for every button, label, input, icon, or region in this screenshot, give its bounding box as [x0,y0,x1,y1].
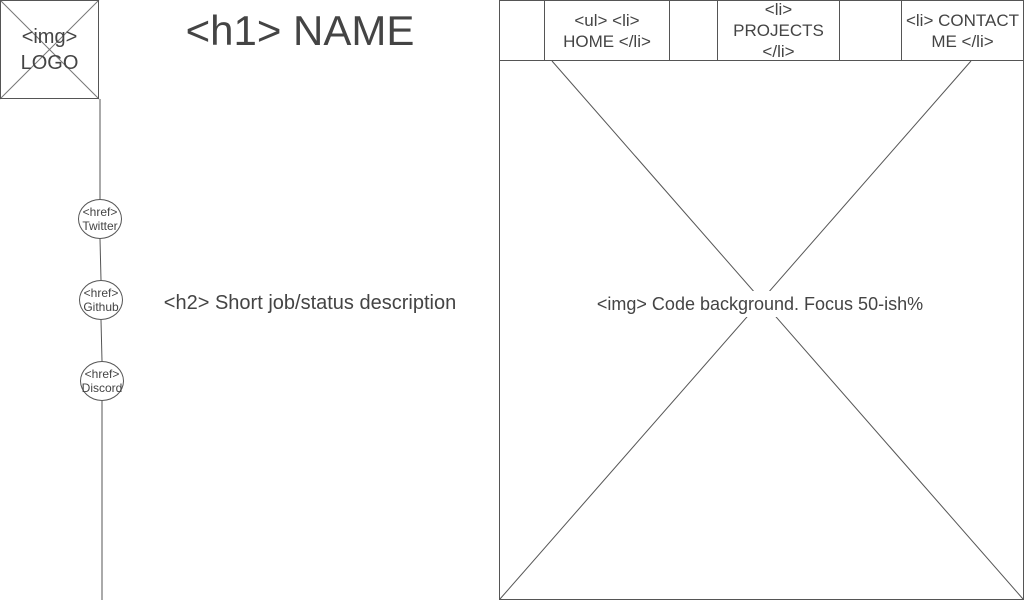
discord-link-tag: <href> [84,367,120,381]
nav-contact-line: ME </li> [931,31,994,51]
twitter-link-label: Twitter [82,219,118,233]
nav-item-contact[interactable]: <li> CONTACT ME </li> [901,0,1024,61]
logo-tag-text: <img> [21,25,78,48]
nav-projects-line: <li> [764,0,793,19]
hero-cross-line [499,60,972,600]
vertical-connector-line [100,319,103,362]
nav-spacer [669,0,718,61]
nav-spacer [499,0,545,61]
vertical-connector-line [99,238,102,281]
nav-projects-line: PROJECTS [733,21,824,40]
nav-contact-line: <li> CONTACT [905,10,1020,30]
github-link[interactable]: <href> Github [79,280,123,320]
hero-image-frame [499,60,1024,600]
nav-spacer [839,0,902,61]
nav-projects-line: </li> [762,42,795,61]
nav-item-home[interactable]: <ul> <li> HOME </li> [544,0,670,61]
logo-text: LOGO [20,51,79,74]
hero-cross-line [551,60,1024,600]
nav-item-projects[interactable]: <li> PROJECTS </li> [717,0,840,61]
hero-image-caption: <img> Code background. Focus 50-ish% [560,291,960,317]
discord-link-label: Discord [81,381,123,395]
github-link-tag: <href> [83,286,119,300]
twitter-link[interactable]: <href> Twitter [78,199,122,239]
page-subtitle: <h2> Short job/status description [163,292,457,314]
page-title: <h1> NAME [185,7,415,54]
nav-home-line: <ul> <li> [574,10,640,30]
github-link-label: Github [83,300,119,314]
nav-home-line: HOME </li> [563,31,651,51]
logo-placeholder[interactable]: <img> LOGO [0,0,99,99]
discord-link[interactable]: <href> Discord [80,361,124,401]
twitter-link-tag: <href> [82,205,118,219]
logo-label: <img> LOGO [21,24,79,76]
